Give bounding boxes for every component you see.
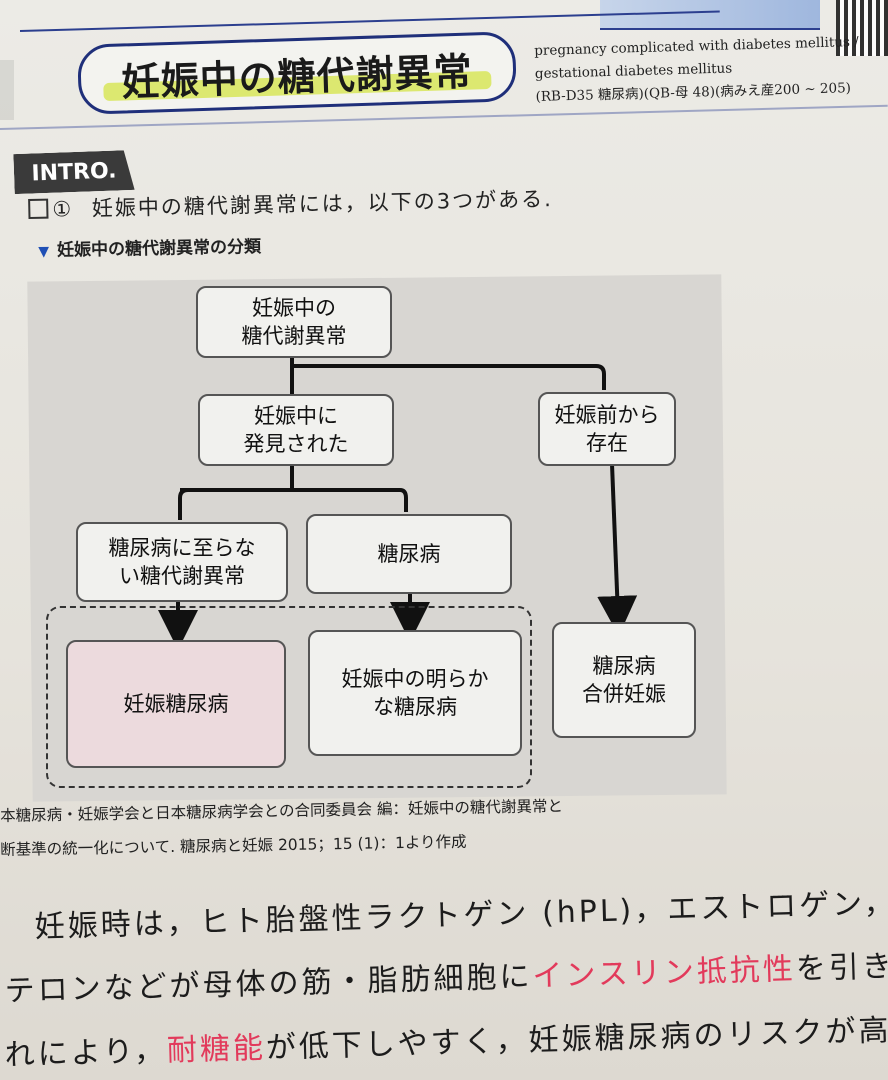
node-found-line-2: 発見された (243, 432, 349, 456)
intro-badge: INTRO. (13, 150, 134, 194)
page-edge-tab (0, 60, 14, 120)
glucose-tolerance-term: 耐糖能 (166, 1030, 267, 1069)
body-line-3: れにより，耐糖能が低下しやすく，妊娠糖尿病のリスクが高ま (4, 1004, 888, 1074)
body-line-1: 妊娠時は，ヒト胎盤性ラクトゲン (hPL)，エストロゲン， (34, 885, 888, 945)
node-gdm-line-1: 妊娠糖尿病 (123, 692, 229, 716)
node-overt-line-2: な糖尿病 (373, 695, 457, 719)
body-line-3-a: れにより， (4, 1033, 168, 1073)
node-root: 妊娠中の 糖代謝異常 (196, 286, 392, 358)
node-gestational-diabetes: 妊娠糖尿病 (66, 640, 286, 768)
node-pregdm-line-2: 合併妊娠 (582, 682, 666, 706)
body-line-2-b: を引き起 (795, 948, 888, 987)
checkbox-icon[interactable] (28, 198, 49, 219)
page-title: 妊娠中の糖代謝異常 (120, 48, 474, 105)
node-found-line-1: 妊娠中に (254, 404, 338, 428)
figure-caption: ▼ 妊娠中の糖代謝異常の分類 (38, 232, 261, 261)
item-text: 妊娠中の糖代謝異常には，以下の3つがある. (91, 187, 554, 221)
node-pre-line-2: 存在 (586, 431, 628, 455)
node-nondm-line-2: い糖代謝異常 (119, 564, 245, 588)
node-nondm-line-1: 糖尿病に至らな (108, 536, 256, 560)
node-dm-line-1: 糖尿病 (377, 542, 441, 566)
node-pregestational-diabetes: 糖尿病 合併妊娠 (552, 622, 696, 738)
dashed-group (46, 606, 532, 788)
title-pill: 妊娠中の糖代謝異常 (77, 31, 517, 115)
body-line-2: テロンなどが母体の筋・脂肪細胞にインスリン抵抗性を引き起 (4, 940, 888, 1010)
node-overt-diabetes: 妊娠中の明らか な糖尿病 (308, 630, 522, 756)
header-illustration (600, 0, 820, 30)
body-line-2-a: テロンなどが母体の筋・脂肪細胞に (4, 959, 533, 1009)
node-root-line-2: 糖代謝異常 (241, 324, 347, 348)
node-diabetes: 糖尿病 (306, 514, 512, 594)
item-number: ① (52, 197, 74, 222)
node-found-during-pregnancy: 妊娠中に 発見された (198, 394, 394, 466)
node-non-diabetic: 糖尿病に至らな い糖代謝異常 (76, 522, 288, 602)
qr-code-icon (836, 0, 888, 56)
body-line-3-b: が低下しやすく，妊娠糖尿病のリスクが高ま (265, 1012, 888, 1066)
node-root-line-1: 妊娠中の (252, 296, 336, 320)
english-title: pregnancy complicated with diabetes mell… (534, 30, 888, 109)
caption-triangle-icon: ▼ (38, 243, 50, 260)
node-pregdm-line-1: 糖尿病 (592, 654, 656, 678)
node-pre-existing: 妊娠前から 存在 (538, 392, 676, 466)
insulin-resistance-term: インスリン抵抗性 (532, 951, 797, 995)
figure-caption-text: 妊娠中の糖代謝異常の分類 (56, 237, 262, 261)
source-line-2: 断基準の統一化について. 糖尿病と妊娠 2015；15 (1)：1より作成 (0, 832, 467, 859)
node-pre-line-1: 妊娠前から (554, 403, 660, 427)
node-overt-line-1: 妊娠中の明らか (341, 667, 489, 691)
